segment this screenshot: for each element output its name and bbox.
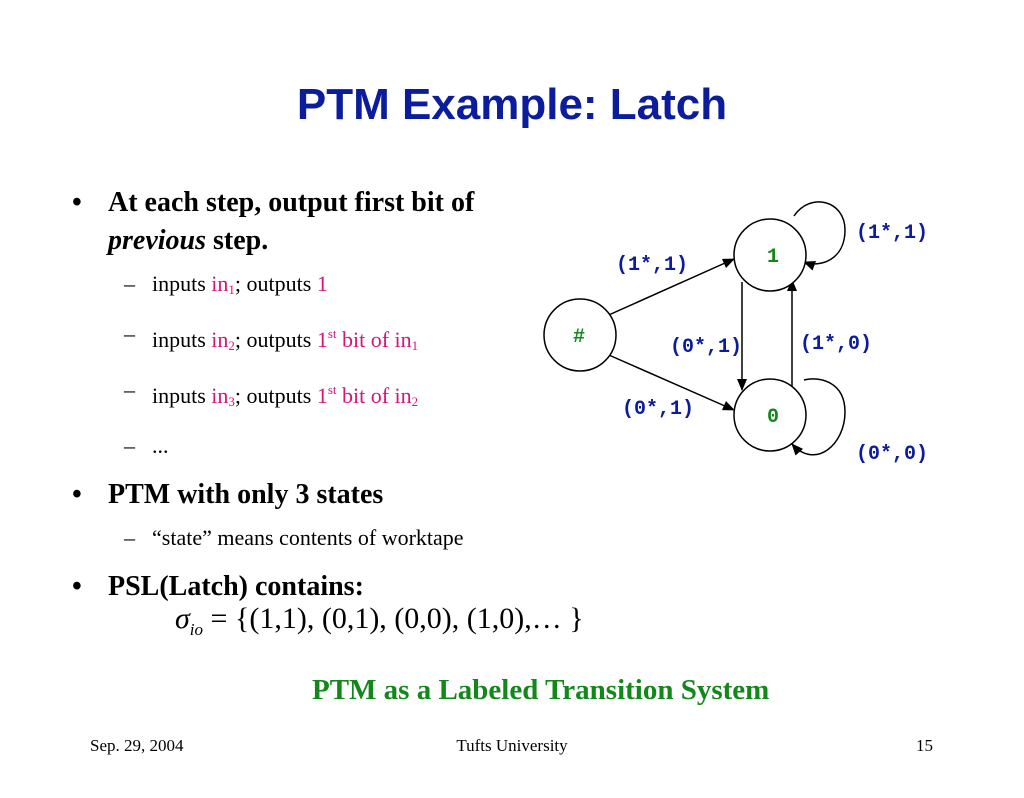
edge-label-one-to-zero: (0*,1) [670, 336, 742, 359]
dash-marker: – [124, 377, 135, 402]
sigma-subscript: io [189, 620, 204, 639]
input-label: in [211, 383, 229, 408]
bullet-text-italic: previous [108, 225, 206, 256]
edge-start-to-zero [601, 351, 735, 411]
output-digit: 1 [316, 383, 328, 408]
edge-label-start-to-one: (1*,1) [616, 254, 688, 277]
input-name: in1 [211, 271, 235, 297]
sub-text: inputs [152, 271, 212, 296]
bullet-text-line1: At each step, output first bit of [108, 187, 475, 218]
bullet-output-rule: • At each step, output first bit of prev… [72, 184, 592, 260]
output-value: 1st bit of in2 [316, 382, 419, 409]
state-one [733, 218, 807, 292]
sub-bullet-in1: – inputs in1; outputs 1 [72, 270, 592, 304]
sub-text: inputs [152, 383, 212, 408]
sub-text: “state” means contents of worktape [152, 525, 464, 550]
output-index: 2 [411, 394, 419, 409]
sub-bullet-state: – “state” means contents of worktape [72, 524, 592, 552]
footer-center: Tufts University [456, 736, 568, 755]
sub-bullet-in2: – inputs in2; outputs 1st bit of in1 [72, 320, 592, 360]
output-value: 1st bit of in1 [316, 326, 419, 353]
sub-bullet-ellipsis: – ... [72, 432, 592, 460]
state-zero [733, 378, 807, 452]
state-start-label: # [573, 326, 585, 349]
bullet-dot: • [72, 571, 82, 602]
bullet-dot: • [72, 187, 82, 218]
sub-text: ; outputs [234, 327, 317, 352]
bullet-text: PSL(Latch) contains: [108, 571, 364, 602]
edge-zero-self-loop [791, 378, 846, 456]
output-value: 1 [316, 271, 328, 296]
sub-text: inputs [152, 327, 212, 352]
dash-marker: – [124, 525, 135, 550]
input-index: 2 [228, 338, 235, 353]
edge-one-self-loop [793, 201, 846, 271]
input-label: in [211, 271, 229, 296]
edge-start-to-one [601, 258, 735, 319]
state-zero-label: 0 [767, 406, 779, 429]
edge-label-start-to-zero: (0*,1) [622, 398, 694, 421]
formula-set: = {(1,1), (0,1), (0,0), (1,0),… } [203, 602, 584, 635]
edge-label-zero-to-one: (1*,0) [800, 333, 872, 356]
bullet-psl: • PSL(Latch) contains: [72, 568, 592, 606]
sub-text: ; outputs [234, 271, 317, 296]
output-text: bit of in [336, 383, 412, 408]
sigma-formula: σio = {(1,1), (0,1), (0,0), (1,0),… } [175, 602, 584, 640]
bullet-dot: • [72, 479, 82, 510]
sigma-symbol: σ [175, 602, 190, 635]
sub-bullet-in3: – inputs in3; outputs 1st bit of in2 [72, 376, 592, 416]
footer-date: Sep. 29, 2004 [90, 736, 184, 755]
footer-page-number: 15 [916, 736, 933, 755]
state-start [543, 298, 617, 372]
input-index: 1 [228, 282, 235, 297]
input-name: in2 [211, 327, 235, 353]
input-name: in3 [211, 383, 235, 409]
edge-label-zero-self: (0*,0) [856, 443, 928, 466]
slide-title: PTM Example: Latch [296, 80, 728, 129]
input-index: 3 [228, 394, 235, 409]
output-index: 1 [411, 338, 419, 353]
sub-text: ; outputs [234, 383, 317, 408]
input-label: in [211, 327, 229, 352]
bullet-three-states: • PTM with only 3 states [72, 476, 592, 514]
edge-label-one-self: (1*,1) [856, 222, 928, 245]
dash-marker: – [124, 271, 135, 296]
output-digit: 1 [316, 327, 328, 352]
state-one-label: 1 [767, 246, 779, 269]
bullet-text-line2: step. [206, 225, 269, 256]
bullet-list: • At each step, output first bit of prev… [72, 184, 592, 616]
output-text: bit of in [336, 327, 412, 352]
bullet-text: PTM with only 3 states [108, 479, 384, 510]
sub-text: ... [152, 433, 169, 458]
dash-marker: – [124, 433, 135, 458]
dash-marker: – [124, 321, 135, 346]
diagram-caption: PTM as a Labeled Transition System [312, 674, 770, 706]
ordinal-suffix: st [327, 326, 337, 341]
ordinal-suffix: st [327, 382, 337, 397]
